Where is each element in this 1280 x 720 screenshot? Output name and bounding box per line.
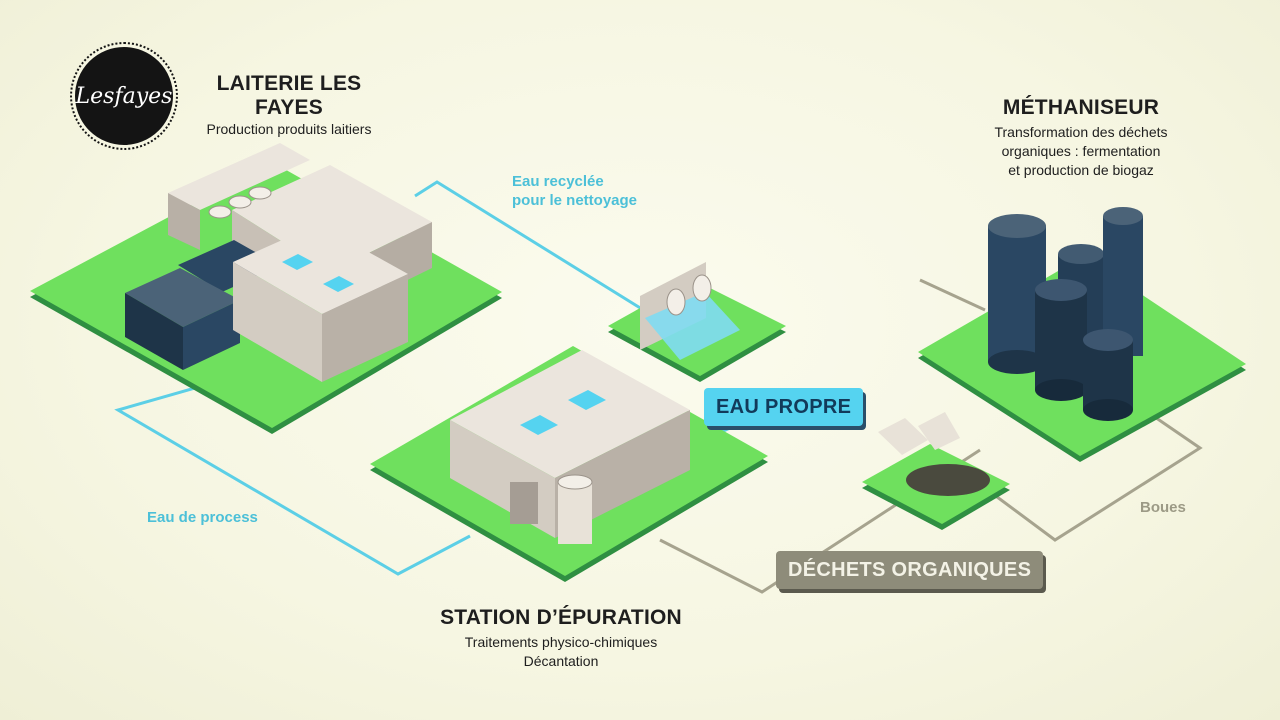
digester-line: et production de biogaz [1008, 162, 1154, 178]
digester-tanks [988, 207, 1143, 421]
station-label: STATION D’ÉPURATION Traitements physico-… [420, 606, 702, 671]
dairy-buildings [125, 143, 432, 382]
recycled-water-line1: Eau recyclée [512, 173, 604, 190]
sludge-line [984, 398, 1203, 542]
station-line: Traitements physico-chimiques [464, 634, 658, 650]
digester-title: MÉTHANISEUR [1002, 96, 1160, 119]
station-title: STATION D’ÉPURATION [440, 606, 682, 629]
sludge-platform [862, 412, 1010, 530]
brand-logo-text: Lesfayes [75, 83, 173, 109]
process-water-line [114, 376, 471, 576]
recycled-water-label: Eau recyclée pour le nettoyage [512, 172, 637, 210]
clean-water-tag: EAU PROPRE [704, 388, 864, 426]
digester-line: organiques : fermentation [1001, 143, 1161, 159]
brand-logo: Lesfayes [70, 42, 178, 150]
station-building [450, 350, 690, 544]
station-line: Décantation [523, 653, 599, 669]
digester-feed-line [919, 278, 986, 312]
digester-line: Transformation des déchets [994, 124, 1168, 140]
clean-water-platform [608, 262, 786, 382]
process-water-label: Eau de process [147, 509, 258, 526]
digester-label: MÉTHANISEUR Transformation des déchets o… [966, 96, 1196, 180]
recycled-water-line [414, 180, 701, 347]
dairy-title: LAITERIE LES FAYES [216, 72, 362, 119]
dairy-label: LAITERIE LES FAYES Production produits l… [188, 72, 390, 139]
organic-waste-tag: DÉCHETS ORGANIQUES [776, 551, 1044, 589]
sludge-label: Boues [1140, 499, 1186, 516]
dairy-subtitle: Production produits laitiers [206, 121, 372, 137]
recycled-water-line2: pour le nettoyage [512, 192, 638, 209]
